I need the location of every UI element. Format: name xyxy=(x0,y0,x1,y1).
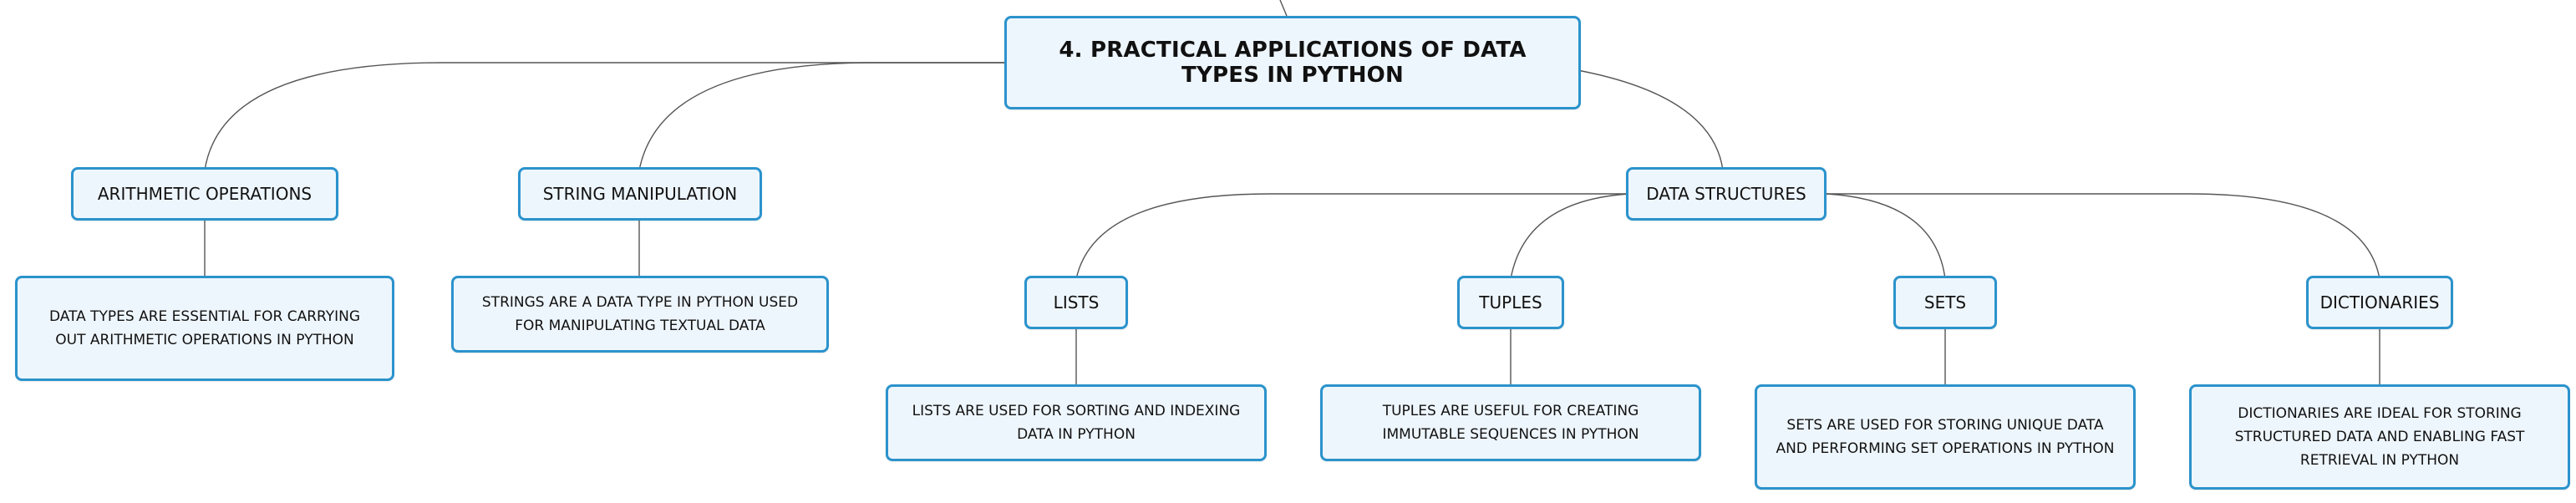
node-label: DICTIONARIES xyxy=(2319,292,2440,312)
root-node[interactable]: 4. PRACTICAL APPLICATIONS OF DATA TYPES … xyxy=(1004,16,1581,109)
node-text: LISTS ARE USED FOR SORTING AND INDEXING … xyxy=(912,403,1241,443)
node-tuples[interactable]: TUPLES xyxy=(1457,276,1564,329)
connector-ds-to-tuples xyxy=(1510,193,1630,280)
node-text: TUPLES ARE USEFUL FOR CREATING IMMUTABLE… xyxy=(1382,403,1639,443)
node-tuples-description[interactable]: TUPLES ARE USEFUL FOR CREATING IMMUTABLE… xyxy=(1320,384,1701,461)
node-label: TUPLES xyxy=(1479,292,1542,312)
node-text: SETS ARE USED FOR STORING UNIQUE DATA AN… xyxy=(1776,417,2115,457)
connector-root-to-string xyxy=(638,62,1007,171)
node-label: ARITHMETIC OPERATIONS xyxy=(97,184,312,204)
node-arithmetic-operations[interactable]: ARITHMETIC OPERATIONS xyxy=(71,167,338,221)
node-text: STRINGS ARE A DATA TYPE IN PYTHON USED F… xyxy=(481,294,799,334)
node-sets[interactable]: SETS xyxy=(1893,276,1997,329)
node-label: LISTS xyxy=(1053,292,1100,312)
connector-parent-to-root xyxy=(1279,0,1288,17)
node-string-description[interactable]: STRINGS ARE A DATA TYPE IN PYTHON USED F… xyxy=(451,276,829,353)
connector-ds-to-lists xyxy=(1075,193,1629,280)
connector-ds-to-dictionaries xyxy=(1827,193,2380,280)
connector-root-to-arithmetic xyxy=(204,62,1007,171)
node-label: STRING MANIPULATION xyxy=(542,184,738,204)
node-sets-description[interactable]: SETS ARE USED FOR STORING UNIQUE DATA AN… xyxy=(1755,384,2136,490)
root-node-label: 4. PRACTICAL APPLICATIONS OF DATA TYPES … xyxy=(1059,38,1527,88)
node-label: SETS xyxy=(1923,292,1967,312)
node-dictionaries[interactable]: DICTIONARIES xyxy=(2306,276,2453,329)
connector-ds-to-sets xyxy=(1826,193,1946,280)
node-text: DATA TYPES ARE ESSENTIAL FOR CARRYING OU… xyxy=(48,308,361,348)
node-string-manipulation[interactable]: STRING MANIPULATION xyxy=(518,167,762,221)
node-label: DATA STRUCTURES xyxy=(1646,184,1806,204)
node-arithmetic-description[interactable]: DATA TYPES ARE ESSENTIAL FOR CARRYING OU… xyxy=(15,276,394,381)
node-lists-description[interactable]: LISTS ARE USED FOR SORTING AND INDEXING … xyxy=(886,384,1267,461)
node-data-structures[interactable]: DATA STRUCTURES xyxy=(1626,167,1827,221)
node-dictionaries-description[interactable]: DICTIONARIES ARE IDEAL FOR STORING STRUC… xyxy=(2189,384,2570,490)
connector-root-to-data-structures xyxy=(1577,69,1724,171)
node-text: DICTIONARIES ARE IDEAL FOR STORING STRUC… xyxy=(2234,405,2525,469)
node-lists[interactable]: LISTS xyxy=(1024,276,1128,329)
